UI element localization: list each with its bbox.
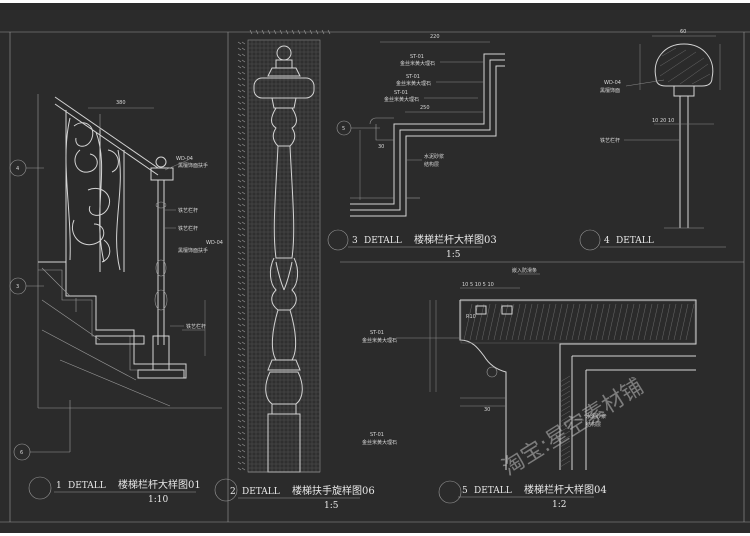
d2-scale: 1:5 (324, 501, 339, 511)
callout-3-number: 3 (16, 284, 19, 290)
d3-number: 3 (352, 236, 358, 246)
d3-st3: ST-01 (394, 90, 408, 96)
title-detail-2: 2 DETALL 楼梯扶手旋样图06 1:5 (214, 478, 375, 511)
d2-number: 2 (230, 487, 236, 497)
d4-number: 4 (604, 236, 610, 246)
detail-3-stair-section: 220 250 30 ST-01 金丝米黄大理石 ST-01 金丝米黄大理石 S… (350, 34, 505, 217)
d4-baluster: 铁艺栏杆 (600, 137, 620, 144)
d5-top-note: 嵌入防滑条 (512, 267, 537, 274)
d5-r10: R10 (466, 314, 476, 320)
d3-layer: 水泥砂浆 (424, 153, 444, 160)
d3-label: DETALL (364, 236, 402, 246)
d3-st2: ST-01 (406, 74, 420, 80)
d1-top-dim: 380 (116, 100, 126, 106)
d3-dim-220: 220 (430, 34, 440, 40)
title-detail-1: 1 DETALL 楼梯栏杆大样图01 1:10 (28, 476, 201, 505)
callout-6-number: 6 (20, 450, 23, 456)
detail-1-railing: 380 WD-04 黑檀饰面扶手 铁艺栏杆 铁艺栏杆 WD-04 黑檀饰面扶手 … (37, 94, 223, 409)
d5-number: 5 (462, 486, 468, 496)
d3-dim-250: 250 (420, 105, 430, 111)
detail-2-baluster (237, 29, 331, 473)
callout-6: 6 (13, 400, 71, 461)
d2-label: DETALL (242, 487, 280, 497)
d4-wd-desc: 黑檀饰面 (600, 87, 620, 94)
d3-scale: 1:5 (446, 250, 461, 260)
drawing-background (0, 3, 750, 533)
callout-3: 3 (9, 277, 44, 295)
d1-wood-note: 黑檀饰面扶手 (178, 247, 208, 254)
d5-st-desc: 金丝米黄大理石 (362, 337, 397, 344)
d2-title: 楼梯扶手旋样图06 (292, 484, 375, 497)
d5-dims: 10 5 10 5 10 (462, 282, 494, 288)
d3-st2-desc: 金丝米黄大理石 (396, 80, 431, 87)
detail-5-nosing: 10 5 10 5 10 嵌入防滑条 R10 30 ST-01 金丝米黄大理石 … (362, 267, 697, 470)
d4-dim-60: 60 (680, 29, 686, 35)
d4-label: DETALL (616, 236, 654, 246)
d1-handrail-note: 黑檀饰面扶手 (178, 162, 208, 169)
d3-st3-desc: 金丝米黄大理石 (384, 96, 419, 103)
d5-layer2: 结构层 (586, 421, 601, 428)
d3-dim-30: 30 (378, 144, 384, 150)
title-detail-5: 5 DETALL 楼梯栏杆大样图04 1:2 (438, 480, 607, 510)
d1-art-baluster-note: 铁艺栏杆 (186, 323, 206, 330)
d3-layer2: 结构层 (424, 161, 439, 168)
d3-title: 楼梯栏杆大样图03 (414, 233, 497, 246)
d3-st1-desc: 金丝米黄大理石 (400, 60, 435, 67)
callout-5-number: 5 (342, 126, 345, 132)
d4-wd: WD-04 (604, 80, 621, 86)
d5-label: DETALL (474, 486, 512, 496)
d4-dims: 10 20 10 (652, 118, 674, 124)
d5-dim-30: 30 (484, 407, 490, 413)
d1-iron-baluster-note-2: 铁艺栏杆 (178, 225, 198, 232)
callout-5: 5 (336, 120, 380, 136)
d5-st2-desc: 金丝米黄大理石 (362, 439, 397, 446)
title-detail-3: 3 DETALL 楼梯栏杆大样图03 1:5 (327, 229, 497, 260)
d3-st1: ST-01 (410, 54, 424, 60)
title-detail-4: 4 DETALL (579, 229, 726, 251)
d1-iron-baluster-note: 铁艺栏杆 (178, 207, 198, 214)
d1-handrail-code: WD-04 (176, 156, 193, 162)
d5-layer: 水泥砂浆 (586, 413, 606, 420)
d1-title: 楼梯栏杆大样图01 (118, 478, 201, 491)
d1-label: DETALL (68, 481, 106, 491)
d1-wood-code: WD-04 (206, 240, 223, 246)
detail-4-handrail: 60 WD-04 黑檀饰面 10 20 10 铁艺栏杆 (600, 29, 721, 229)
d1-scale: 1:10 (148, 495, 168, 505)
d5-st: ST-01 (370, 330, 384, 336)
callout-4: 4 (9, 159, 44, 177)
d5-title: 楼梯栏杆大样图04 (524, 483, 607, 496)
d5-st2: ST-01 (370, 432, 384, 438)
d1-number: 1 (56, 481, 62, 491)
callout-4-number: 4 (16, 166, 19, 172)
d5-scale: 1:2 (552, 500, 566, 510)
